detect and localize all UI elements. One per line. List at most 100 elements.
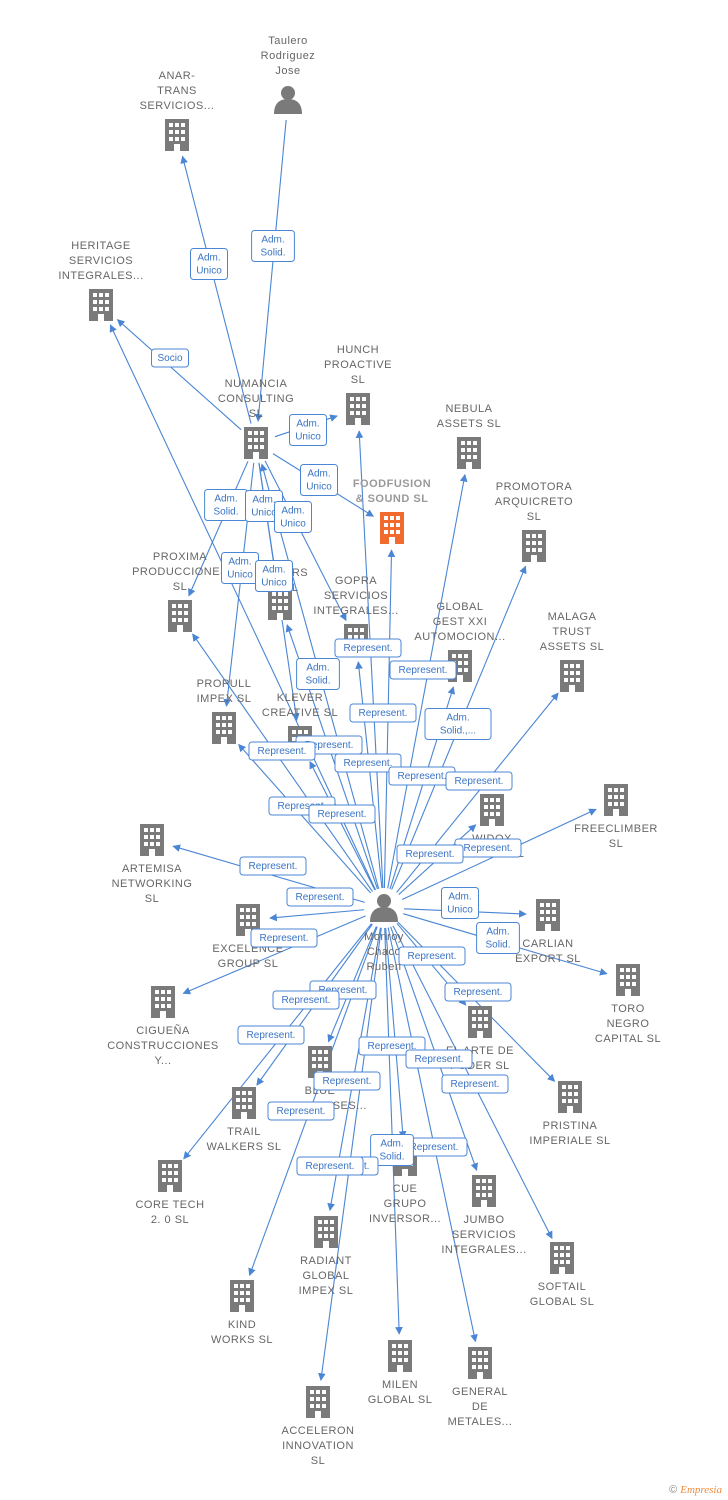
relation-label-numancia-proxima[interactable]: Adm.Solid.	[204, 489, 248, 521]
relation-label-numancia-klever[interactable]: Adm.Unico	[255, 560, 293, 592]
node-anar[interactable]: ANAR-TRANSSERVICIOS...	[140, 70, 215, 151]
node-gopra[interactable]: GOPRASERVICIOSINTEGRALES...	[313, 575, 398, 656]
relation-label-numancia-propull[interactable]: Adm.Unico	[221, 552, 259, 584]
building-icon	[536, 899, 560, 931]
node-label: CORE TECH	[135, 1199, 204, 1211]
relation-label-text: Unico	[447, 905, 473, 916]
node-label: PROPULL	[197, 678, 252, 690]
node-label: INNOVATION	[282, 1440, 354, 1452]
node-heritage[interactable]: HERITAGESERVICIOSINTEGRALES...	[58, 240, 143, 321]
relation-label-monroy-ars[interactable]: Represent.	[334, 753, 402, 773]
node-label: IMPEX SL	[197, 693, 252, 705]
relation-label-monroy-acceleron[interactable]: Represent.	[296, 1156, 364, 1176]
relation-label-box	[239, 856, 307, 876]
relation-label-monroy-softail[interactable]: Represent.	[441, 1074, 509, 1094]
relation-label-monroy-widox[interactable]: Represent.	[454, 838, 522, 858]
relation-label-text: Represent.	[344, 643, 393, 654]
relation-label-monroy-propull[interactable]: Represent.	[248, 741, 316, 761]
relation-label-monroy-globalgest[interactable]: Represent.	[389, 660, 457, 680]
relation-label-monroy-milen[interactable]: Adm.Solid.	[370, 1134, 414, 1166]
relation-label-monroy-freeclimber[interactable]: Represent.	[396, 844, 464, 864]
relation-label-monroy-kind[interactable]: Represent.	[400, 1137, 468, 1157]
relation-label-monroy-numancia[interactable]: Represent.	[308, 804, 376, 824]
relation-label-numancia-hunch[interactable]: Adm.Unico	[289, 414, 327, 446]
relation-label-text: Represent.	[359, 708, 408, 719]
node-label: INVERSOR...	[369, 1213, 441, 1225]
relation-label-numancia-gopra[interactable]: Adm.Unico	[274, 501, 312, 533]
edge-monroy-to-hunch	[355, 430, 384, 889]
relation-label-box	[296, 658, 340, 690]
node-foodfusion[interactable]: FOODFUSION& SOUND SL	[353, 478, 431, 544]
relation-label-monroy-carlian[interactable]: Adm.Unico	[441, 887, 479, 919]
relation-label-numancia-anar[interactable]: Adm.Unico	[190, 248, 228, 280]
node-label: SL	[173, 581, 187, 593]
relation-label-monroy-promotora[interactable]: Represent.	[388, 766, 456, 786]
node-label: Rodriguez	[261, 50, 316, 62]
relation-label-monroy-heritage[interactable]: Represent.	[286, 887, 354, 907]
relation-label-monroy-malaga[interactable]: Represent.	[445, 771, 513, 791]
relation-label-box	[444, 982, 512, 1002]
node-label: Ruben	[367, 961, 402, 973]
node-cue[interactable]: CUEGRUPOINVERSOR...	[369, 1144, 441, 1225]
relation-label-monroy-pristina[interactable]: Represent.	[444, 982, 512, 1002]
relation-label-monroy-artemisa[interactable]: Represent.	[239, 856, 307, 876]
node-general[interactable]: GENERALDEMETALES...	[448, 1347, 513, 1428]
relation-label-monroy-excelence[interactable]: Represent.	[250, 928, 318, 948]
node-label: AUTOMOCION...	[414, 631, 505, 643]
edge-numancia-to-anar	[180, 155, 252, 424]
relation-label-monroy-hunch[interactable]: Represent.	[349, 703, 417, 723]
building-icon	[522, 530, 546, 562]
relation-label-text: Represent.	[305, 740, 354, 751]
relation-label-numancia-ars[interactable]: Adm.Unico	[245, 490, 283, 522]
node-label: JUMBO	[464, 1214, 505, 1226]
relation-label-numancia-foodfusion[interactable]: Adm.Unico	[300, 464, 338, 496]
relation-label-monroy-radiant[interactable]: Represent.	[267, 1101, 335, 1121]
node-label: Taulero	[268, 35, 308, 47]
relation-label-monroy-toro[interactable]: Adm.Solid.	[476, 922, 520, 954]
relation-label-monroy-blue[interactable]: Represent.	[272, 990, 340, 1010]
relation-label-box	[248, 741, 316, 761]
relation-label-numancia-heritage[interactable]: Socio	[151, 348, 189, 368]
relation-label-monroy-klever[interactable]: Adm.Solid.	[296, 658, 340, 690]
node-propull[interactable]: PROPULL IMPEX SL	[197, 678, 252, 744]
copyright-symbol: ©	[669, 1484, 678, 1496]
relation-label-text: Represent.	[368, 1041, 417, 1052]
relation-label-monroy-nebula[interactable]: Adm.Solid.,...	[424, 708, 492, 740]
node-label: Jose	[275, 65, 300, 77]
relation-label-monroy-cue[interactable]: Represent.	[313, 1071, 381, 1091]
node-jumbo[interactable]: JUMBOSERVICIOSINTEGRALES...	[441, 1175, 526, 1256]
node-label: CAPITAL SL	[595, 1033, 661, 1045]
relation-label-monroy-gopra[interactable]: Represent.	[334, 638, 402, 658]
node-label: WORKS SL	[211, 1334, 273, 1346]
relation-label-text: Represent.	[247, 1030, 296, 1041]
node-label: & SOUND SL	[356, 493, 429, 505]
node-ciguena[interactable]: CIGUEÑACONSTRUCCIONESY...	[107, 986, 219, 1067]
relation-label-monroy-elarte[interactable]: Represent.	[398, 946, 466, 966]
relation-label-taulero-numancia[interactable]: Adm.Solid.	[251, 230, 295, 262]
relation-label-monroy-trail[interactable]: Represent.	[237, 1025, 305, 1045]
relation-label-monroy-jumbo[interactable]: Represent.	[405, 1049, 473, 1069]
